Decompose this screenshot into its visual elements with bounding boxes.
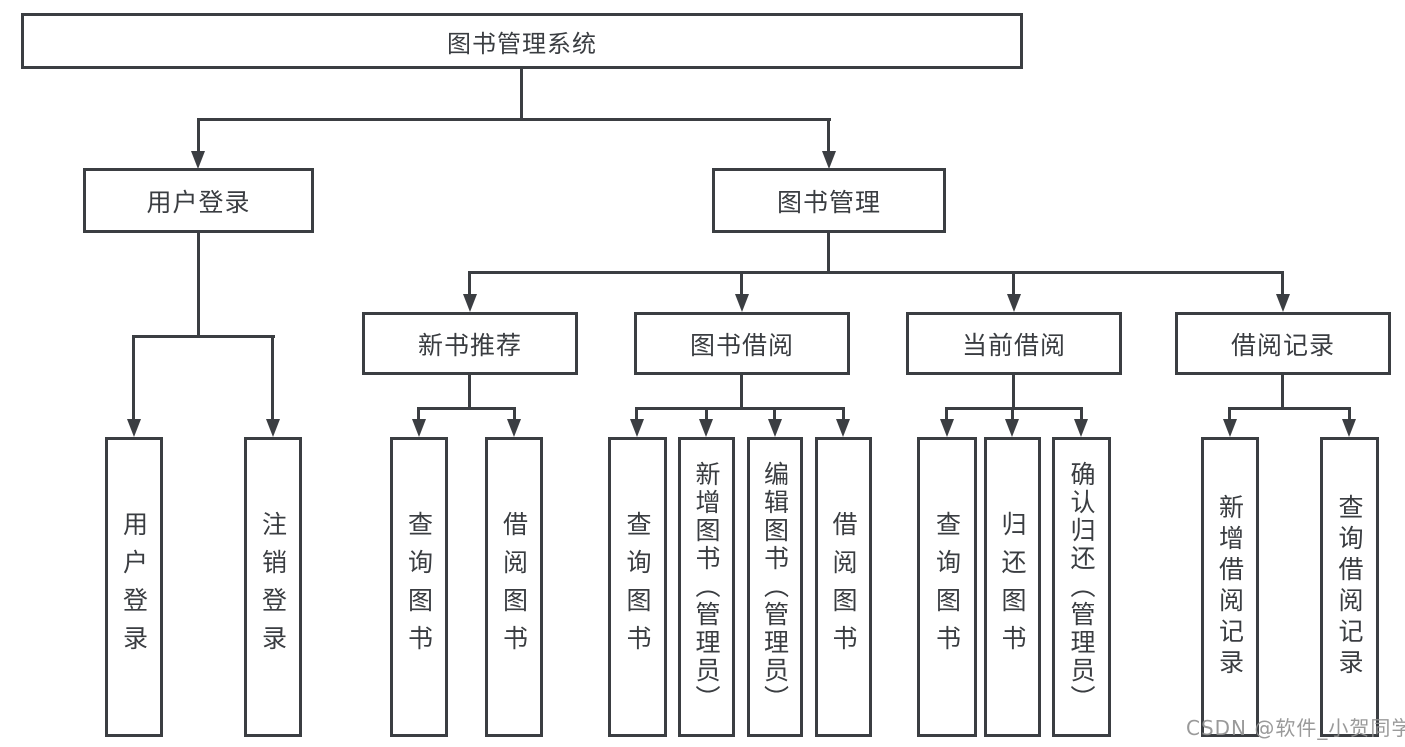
edge-borrow-records-rail xyxy=(1228,407,1351,410)
node-label: 归还图书 xyxy=(998,511,1027,663)
edge-to-book-borrow xyxy=(740,274,743,294)
edge-to-user-login-leaf xyxy=(132,338,135,419)
edge-book-borrow-rail xyxy=(635,407,845,410)
arrow-down-icon xyxy=(1005,419,1019,437)
edge-level3-rail xyxy=(468,271,1284,274)
node-book-borrow: 图书借阅 xyxy=(634,312,850,375)
edge-user-login-stem xyxy=(197,233,200,335)
node-query-books-under-recommend: 查询图书 xyxy=(390,437,448,737)
arrow-down-icon xyxy=(463,294,477,312)
node-label: 用户登录 xyxy=(146,187,251,217)
edge-drop xyxy=(635,410,638,419)
node-label: 图书管理系统 xyxy=(447,29,597,58)
node-query-books-under-current: 查询图书 xyxy=(917,437,977,737)
edge-book-management-stem xyxy=(827,233,830,271)
node-query-books-under-borrow: 查询图书 xyxy=(608,437,667,737)
node-label: 借阅图书 xyxy=(829,511,858,663)
node-borrow-books-under-borrow: 借阅图书 xyxy=(815,437,872,737)
arrow-down-icon xyxy=(127,419,141,437)
arrow-down-icon xyxy=(822,151,836,169)
edge-drop xyxy=(705,410,708,419)
node-logout-leaf: 注销登录 xyxy=(244,437,302,737)
node-label: 借阅记录 xyxy=(1230,330,1335,360)
edge-user-login-rail xyxy=(132,335,275,338)
edge-drop xyxy=(945,410,948,419)
arrow-down-icon xyxy=(507,419,521,437)
edge-to-current-borrow xyxy=(1012,274,1015,294)
node-label: 确认归还（管理员） xyxy=(1067,461,1096,713)
edge-drop xyxy=(842,410,845,419)
edge-current-borrow-rail xyxy=(945,407,1083,410)
arrow-down-icon xyxy=(735,294,749,312)
edge-to-user-login xyxy=(197,121,200,151)
edge-book-borrow-stem xyxy=(740,375,743,407)
arrow-down-icon xyxy=(768,419,782,437)
node-user-login-leaf: 用户登录 xyxy=(105,437,163,737)
arrow-down-icon xyxy=(940,419,954,437)
edge-root-stem xyxy=(520,69,523,118)
node-label: 查询图书 xyxy=(623,511,652,663)
arrow-down-icon xyxy=(630,419,644,437)
arrow-down-icon xyxy=(1007,294,1021,312)
arrow-down-icon xyxy=(836,419,850,437)
node-borrow-records: 借阅记录 xyxy=(1175,312,1391,375)
arrow-down-icon xyxy=(1074,419,1088,437)
edge-drop xyxy=(1011,410,1014,419)
edge-current-borrow-stem xyxy=(1012,375,1015,407)
edge-drop xyxy=(1080,410,1083,419)
arrow-down-icon xyxy=(266,419,280,437)
csdn-watermark: CSDN @软件_小贺同学 xyxy=(1186,716,1405,740)
arrow-down-icon xyxy=(1342,419,1356,437)
node-query-borrow-record: 查询借阅记录 xyxy=(1320,437,1379,737)
edge-new-book-rail xyxy=(417,407,516,410)
edge-drop xyxy=(1348,410,1351,419)
edge-to-book-management xyxy=(827,121,830,151)
node-label: 新增借阅记录 xyxy=(1215,494,1245,680)
arrow-down-icon xyxy=(191,151,205,169)
node-label: 图书借阅 xyxy=(689,330,794,360)
node-add-borrow-record: 新增借阅记录 xyxy=(1201,437,1259,737)
edge-to-borrow-records xyxy=(1281,274,1284,294)
edge-drop xyxy=(417,410,420,419)
node-borrow-books-under-recommend: 借阅图书 xyxy=(485,437,543,737)
node-return-books: 归还图书 xyxy=(984,437,1041,737)
node-label: 注销登录 xyxy=(258,511,288,663)
node-user-login: 用户登录 xyxy=(83,168,314,233)
node-label: 当前借阅 xyxy=(961,330,1066,360)
node-label: 查询图书 xyxy=(932,511,962,663)
node-label: 新书推荐 xyxy=(417,330,522,360)
node-label: 编辑图书（管理员） xyxy=(760,461,790,713)
node-add-books-admin: 新增图书（管理员） xyxy=(678,437,735,737)
edge-drop xyxy=(773,410,776,419)
node-confirm-return-admin: 确认归还（管理员） xyxy=(1052,437,1111,737)
node-library-management-system: 图书管理系统 xyxy=(21,13,1023,69)
arrow-down-icon xyxy=(1223,419,1237,437)
node-label: 图书管理 xyxy=(776,187,881,217)
arrow-down-icon xyxy=(1276,294,1290,312)
edge-drop xyxy=(1228,410,1231,419)
node-label: 查询借阅记录 xyxy=(1335,494,1364,680)
node-label: 新增图书（管理员） xyxy=(692,461,721,713)
arrow-down-icon xyxy=(699,419,713,437)
edge-level2-rail xyxy=(197,118,831,121)
node-current-borrow: 当前借阅 xyxy=(906,312,1122,375)
edge-to-logout-leaf xyxy=(271,338,274,419)
arrow-down-icon xyxy=(412,419,426,437)
node-label: 查询图书 xyxy=(404,511,434,663)
node-new-book-recommend: 新书推荐 xyxy=(362,312,578,375)
node-edit-books-admin: 编辑图书（管理员） xyxy=(747,437,803,737)
edge-drop xyxy=(513,410,516,419)
node-book-management: 图书管理 xyxy=(712,168,946,233)
edge-new-book-stem xyxy=(468,375,471,407)
node-label: 用户登录 xyxy=(119,511,149,663)
node-label: 借阅图书 xyxy=(499,511,529,663)
edge-borrow-records-stem xyxy=(1281,375,1284,407)
edge-to-new-book-recommend xyxy=(468,274,471,294)
